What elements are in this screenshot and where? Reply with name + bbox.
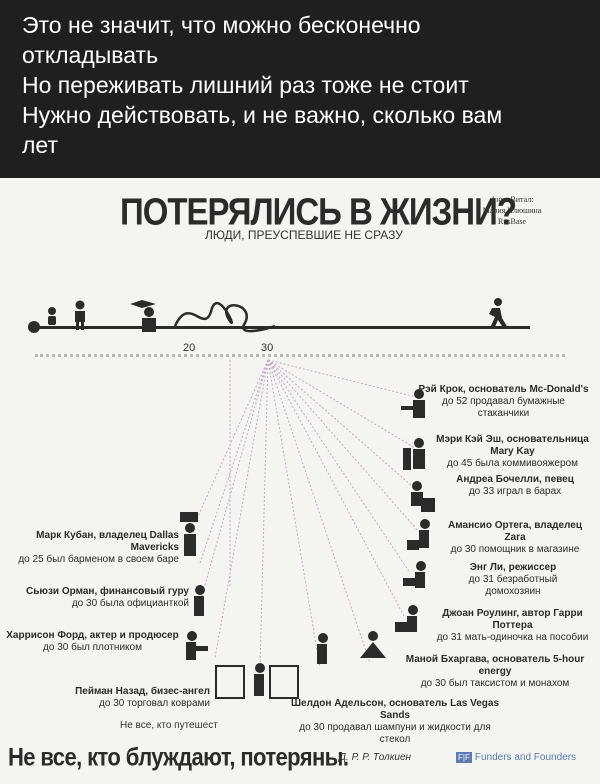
person-note: до 30 был плотником <box>43 642 142 653</box>
person-icon <box>186 631 208 660</box>
traveler-text: Не все, кто путешест <box>120 720 218 731</box>
graduate-icon <box>130 300 156 332</box>
brand-name: Funders and Founders <box>474 752 577 763</box>
person-name: Марк Кубан, владелец Dallas Mavericks <box>36 530 179 553</box>
person-icon <box>411 481 435 512</box>
caption-line: Но переживать лишний раз тоже не стоит <box>22 72 469 98</box>
credit-line: Мария Илюшина <box>482 206 542 215</box>
right-figures <box>395 389 435 632</box>
person-icon <box>254 663 265 696</box>
caption-panel: Это не значит, что можно бесконечно откл… <box>0 0 600 178</box>
brand-logo: F|F <box>456 752 472 763</box>
child-icon <box>75 300 85 330</box>
person-note: до 31 безработный домохозяин <box>468 574 558 597</box>
caption-line: откладывать <box>22 42 159 68</box>
caption-line: Нужно действовать, и не важно, сколько в… <box>22 102 503 128</box>
person-icon <box>395 605 418 632</box>
person-icon <box>401 389 425 418</box>
person-label: Шелдон Адельсон, основатель Las Vegas Sa… <box>290 698 500 746</box>
footer-quote: Не все, кто блуждают, потеряны. <box>8 743 349 771</box>
lost-path-squiggle <box>173 302 276 333</box>
life-timeline <box>30 326 530 329</box>
person-note: до 25 был барменом в своем баре <box>18 554 179 565</box>
age-label-30: 30 <box>261 342 274 354</box>
meditating-monk-icon <box>360 631 386 658</box>
person-name: Сьюзи Орман, финансовый гуру <box>26 586 189 597</box>
person-label: Рэй Крок, основатель Mc-Donald's до 52 п… <box>416 384 591 420</box>
person-name: Энг Ли, режиссер <box>469 562 557 573</box>
person-label: Амансио Ортега, владелец Zara до 30 помо… <box>440 520 590 556</box>
person-note: до 52 продавал бумажные стаканчики <box>442 396 565 419</box>
person-note: до 30 продавал шампуни и жидкости для ст… <box>299 722 491 745</box>
person-label: Андреа Бочелли, певец до 33 играл в бара… <box>445 474 585 498</box>
person-icon <box>180 512 198 556</box>
caption-line: Это не значит, что можно бесконечно <box>22 12 421 38</box>
person-label: Джоан Роулинг, автор Гарри Поттера до 31… <box>425 608 600 644</box>
person-name: Рэй Крок, основатель Mc-Donald's <box>418 384 589 395</box>
person-icon <box>317 633 328 664</box>
person-icon <box>194 585 205 616</box>
age-label-20: 20 <box>183 342 196 354</box>
rug-icon <box>269 665 299 699</box>
person-note: до 30 торговал коврами <box>99 698 210 709</box>
walking-person-icon <box>489 298 508 329</box>
person-note: до 30 была официанткой <box>71 598 189 609</box>
person-name: Маной Бхаргава, основатель 5-hour energy <box>405 654 585 677</box>
caption-line: лет <box>22 132 58 158</box>
poster-credits: Анна Витал: Мария Илюшина RusBase <box>462 194 562 227</box>
person-icon <box>403 561 426 588</box>
infographic-poster: ПОТЕРЯЛИСЬ В ЖИЗНИ? ЛЮДИ, ПРЕУСПЕВШИЕ НЕ… <box>0 178 600 784</box>
person-note: до 33 играл в барах <box>468 486 562 497</box>
person-name: Амансио Ортега, владелец Zara <box>448 520 582 543</box>
quote-author: Д. Р. Р. Толкиен <box>339 752 412 763</box>
credit-line: RusBase <box>498 217 526 226</box>
age-ruler <box>35 354 565 357</box>
person-name: Шелдон Адельсон, основатель Las Vegas Sa… <box>290 698 500 721</box>
person-label: Пейман Назад, бизес-ангел до 30 торговал… <box>30 686 210 710</box>
person-label: Энг Ли, режиссер до 31 безработный домох… <box>448 562 578 598</box>
baby-icon <box>48 307 56 325</box>
person-name: Джоан Роулинг, автор Гарри Поттера <box>442 608 583 631</box>
person-icon <box>407 519 430 550</box>
credit-line: Анна Витал: <box>490 195 534 204</box>
rug-icon <box>215 665 245 699</box>
timeline-figures <box>48 298 508 333</box>
person-label: Харрисон Форд, актер и продюсер до 30 бы… <box>0 630 185 654</box>
person-note: до 30 был таксистом и монахом <box>420 678 570 689</box>
left-figures <box>180 512 386 699</box>
person-label: Маной Бхаргава, основатель 5-hour energy… <box>400 654 590 690</box>
poster-subtitle: ЛЮДИ, ПРЕУСПЕВШИЕ НЕ СРАЗУ <box>205 228 403 242</box>
person-note: до 30 помощник в магазине <box>450 544 580 555</box>
poster-title: ПОТЕРЯЛИСЬ В ЖИЗНИ? <box>120 190 517 233</box>
person-icon <box>403 438 425 470</box>
person-note: до 31 мать-одиночка на пособии <box>436 632 589 643</box>
person-name: Андреа Бочелли, певец <box>456 474 574 485</box>
connector-lines <box>194 359 421 669</box>
person-name: Мэри Кэй Эш, основательница Mary Kay <box>436 434 589 457</box>
person-name: Харрисон Форд, актер и продюсер <box>6 630 179 641</box>
person-label: Мэри Кэй Эш, основательница Mary Kay до … <box>430 434 595 470</box>
person-label: Марк Кубан, владелец Dallas Mavericks до… <box>4 530 179 566</box>
person-name: Пейман Назад, бизес-ангел <box>75 686 210 697</box>
person-note: до 45 была коммивояжером <box>447 458 578 469</box>
person-label: Сьюзи Орман, финансовый гуру до 30 была … <box>4 586 189 610</box>
